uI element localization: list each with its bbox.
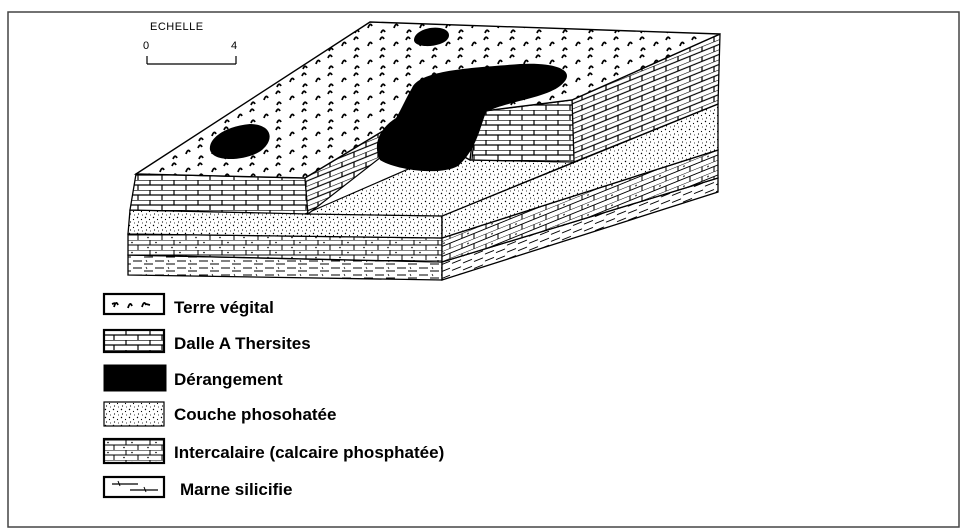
legend-label: Terre végital [174,298,274,318]
swatch-derangement [104,365,166,391]
scale-left-tick: 0 [143,40,149,52]
front-left-dalle [130,174,308,214]
swatch-marl [104,477,164,497]
legend-label: Marne silicifie [180,480,292,500]
legend-label: Intercalaire (calcaire phosphatée) [174,443,444,463]
legend-label: Dalle A Thersites [174,334,311,354]
swatch-dalle [104,330,164,352]
scale-title: ECHELLE [150,21,204,33]
scale-bar [147,56,236,64]
legend-label: Couche phosohatée [174,405,336,425]
swatch-phosphate [104,402,164,426]
legend-swatches [104,294,166,497]
legend-label: Dérangement [174,370,283,390]
block-diagram [128,22,720,280]
swatch-intercalaire [104,439,164,463]
scale-right-tick: 4 [231,40,237,52]
